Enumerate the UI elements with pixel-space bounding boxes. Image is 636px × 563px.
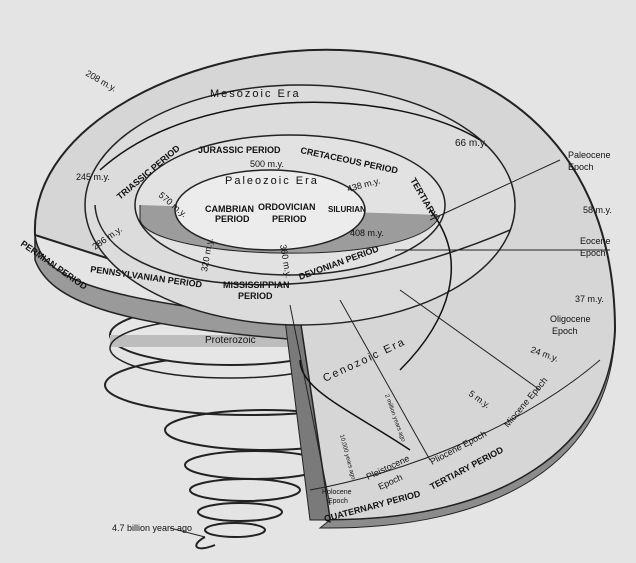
- period-ordovician: ORDOVICIAN: [258, 202, 316, 212]
- age-58: 58 m.y.: [583, 205, 612, 215]
- period-silurian: SILURIAN: [328, 205, 366, 214]
- era-label-proterozoic: Proterozoic: [205, 335, 256, 346]
- period-mississippian: MISSISSIPPIAN: [223, 280, 290, 290]
- age-500: 500 m.y.: [250, 159, 284, 169]
- era-label-paleozoic: Paleozoic Era: [225, 175, 319, 187]
- age-origin: 4.7 billion years ago: [112, 523, 192, 533]
- epoch-holocene-2: Epoch: [328, 498, 348, 505]
- age-245: 245 m.y.: [76, 172, 110, 182]
- age-408: 408 m.y.: [350, 228, 384, 238]
- period-jurassic: JURASSIC PERIOD: [198, 145, 281, 155]
- age-208: 208 m.y.: [84, 68, 118, 94]
- epoch-oligocene: Oligocene: [550, 314, 591, 324]
- paleozoic-ring: [134, 134, 446, 276]
- era-label-mesozoic: Mesozoic Era: [210, 88, 301, 100]
- origin-leader-line: [169, 527, 206, 538]
- epoch-holocene: Holocene: [322, 489, 352, 496]
- period-mississippian-2: PERIOD: [238, 291, 273, 301]
- period-cambrian: CAMBRIAN: [205, 204, 254, 214]
- cenozoic-wedge: [289, 159, 610, 506]
- epoch-eocene-2: Epoch: [580, 248, 606, 258]
- epoch-oligocene-2: Epoch: [552, 326, 578, 336]
- era-arrows: [99, 101, 481, 451]
- epoch-eocene: Eocene: [580, 236, 611, 246]
- age-37: 37 m.y.: [575, 294, 604, 304]
- epoch-paleocene: Paleocene: [568, 150, 611, 160]
- period-ordovician-2: PERIOD: [272, 214, 307, 224]
- period-cambrian-2: PERIOD: [215, 214, 250, 224]
- age-66: 66 m.y.: [455, 138, 487, 149]
- epoch-paleocene-2: Epoch: [568, 162, 594, 172]
